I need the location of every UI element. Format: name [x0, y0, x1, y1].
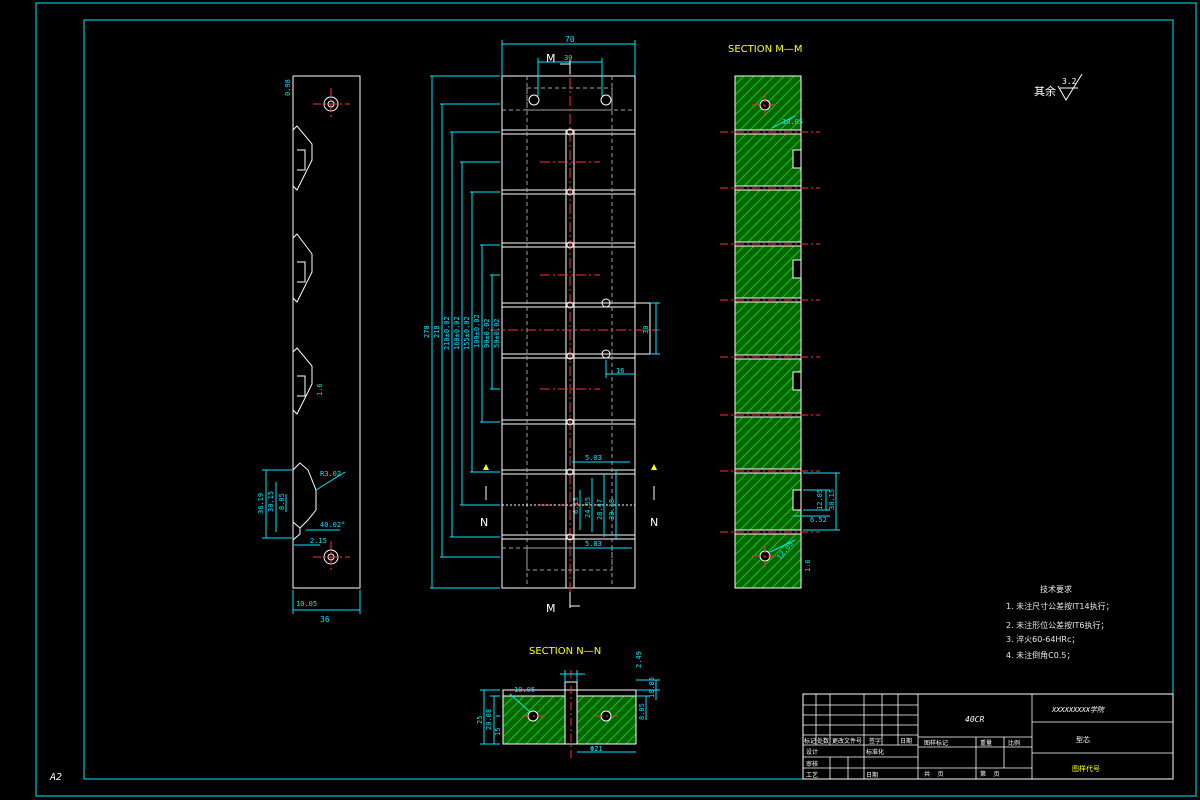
- tech-note-2: 2. 未注形位公差按IT6执行；: [1006, 620, 1109, 630]
- section-nn-view: SECTION N—N 25 20.08 15 10.05 Φ21 2.49 1…: [476, 646, 660, 760]
- section-mark-m-top: M: [546, 52, 556, 65]
- section-mm-view: SECTION M—M 10.05 12.05: [720, 44, 840, 589]
- svg-text:比例: 比例: [1008, 739, 1020, 747]
- svg-text:10.05: 10.05: [782, 118, 803, 126]
- svg-text:270: 270: [423, 325, 431, 338]
- title-block: 40CR XXXXXXXXX学院 型芯 图样代号 标记 处数 更改文件号 签字 …: [802, 693, 1174, 780]
- section-mark-m-bottom: M: [546, 602, 556, 615]
- svg-text:签字: 签字: [869, 737, 881, 745]
- front-view: 70 30 270 218 210±0.02 160±0.02 155±0.02…: [423, 35, 660, 615]
- section-mark-n-right: N: [650, 516, 658, 529]
- svg-text:90±0.02: 90±0.02: [483, 318, 491, 348]
- svg-text:6.52: 6.52: [810, 516, 827, 524]
- svg-text:40.02°: 40.02°: [320, 521, 345, 529]
- svg-text:图样标记: 图样标记: [924, 739, 948, 747]
- section-mm-title: SECTION M—M: [728, 44, 803, 55]
- surface-roughness-symbol: 其余 3.2: [1034, 73, 1083, 101]
- title-drawing-no: 图样代号: [1072, 764, 1100, 773]
- svg-text:第 页: 第 页: [980, 770, 1000, 778]
- svg-text:155±0.02: 155±0.02: [463, 316, 471, 350]
- tech-note-1: 1. 未注尺寸公差按IT14执行；: [1006, 601, 1114, 611]
- svg-text:218: 218: [433, 325, 441, 338]
- svg-text:日期: 日期: [900, 737, 912, 745]
- tech-notes-title: 技术要求: [1040, 584, 1072, 594]
- inner-frame: [83, 19, 1174, 780]
- svg-text:30.15: 30.15: [828, 489, 836, 510]
- svg-text:6.15: 6.15: [572, 497, 580, 514]
- title-part-name: 型芯: [1076, 735, 1090, 744]
- svg-text:8.05: 8.05: [278, 493, 286, 510]
- svg-text:处数: 处数: [817, 737, 829, 745]
- svg-text:10.05: 10.05: [296, 600, 317, 608]
- svg-text:0.98: 0.98: [284, 79, 292, 96]
- technical-requirements: 技术要求 1. 未注尺寸公差按IT14执行； 2. 未注形位公差按IT6执行； …: [1006, 584, 1114, 660]
- svg-text:25: 25: [476, 716, 484, 724]
- svg-text:24.55: 24.55: [584, 497, 592, 518]
- svg-text:5.03: 5.03: [585, 454, 602, 462]
- svg-text:30: 30: [564, 54, 572, 62]
- svg-text:36: 36: [320, 615, 330, 624]
- svg-text:50±0.02: 50±0.02: [493, 318, 501, 348]
- svg-text:15: 15: [494, 728, 502, 736]
- svg-text:设计: 设计: [806, 748, 818, 756]
- svg-text:1.6: 1.6: [316, 383, 324, 396]
- section-nn-title: SECTION N—N: [529, 646, 601, 657]
- svg-text:30.15: 30.15: [267, 491, 275, 512]
- svg-text:更改文件号: 更改文件号: [832, 737, 862, 745]
- svg-text:30.18: 30.18: [608, 499, 616, 520]
- svg-text:30: 30: [642, 326, 650, 334]
- svg-text:1.6: 1.6: [804, 559, 812, 572]
- svg-text:标准化: 标准化: [866, 748, 884, 756]
- svg-text:210±0.02: 210±0.02: [443, 316, 451, 350]
- title-school: XXXXXXXXX学院: [1051, 706, 1105, 714]
- svg-text:重量: 重量: [980, 739, 992, 747]
- svg-text:日期: 日期: [866, 771, 878, 779]
- side-view: 36 10.05 0.98 36.19 30.15 8.05 R3.02 40.…: [257, 75, 361, 624]
- svg-text:Φ21: Φ21: [590, 745, 603, 753]
- svg-text:16: 16: [616, 367, 624, 375]
- svg-text:2.49: 2.49: [635, 651, 643, 668]
- svg-text:100±0.02: 100±0.02: [473, 314, 481, 348]
- svg-text:3.2: 3.2: [1062, 77, 1077, 86]
- section-mark-n-left: N: [480, 516, 488, 529]
- svg-text:8.05: 8.05: [638, 703, 646, 720]
- svg-text:10.05: 10.05: [514, 686, 535, 694]
- svg-text:标记: 标记: [804, 737, 816, 745]
- svg-text:工艺: 工艺: [806, 771, 818, 779]
- svg-text:其余: 其余: [1034, 84, 1056, 98]
- svg-text:70: 70: [565, 35, 575, 44]
- sheet-size-label: A2: [49, 772, 62, 783]
- svg-text:2.15: 2.15: [310, 537, 327, 545]
- svg-text:共 页: 共 页: [924, 770, 944, 778]
- svg-text:10.05: 10.05: [648, 677, 656, 698]
- svg-text:5.03: 5.03: [585, 540, 602, 548]
- svg-text:36.19: 36.19: [257, 493, 265, 514]
- svg-text:R3.02: R3.02: [320, 470, 341, 478]
- svg-text:160±0.02: 160±0.02: [453, 316, 461, 350]
- tech-note-4: 4. 未注倒角C0.5；: [1006, 650, 1074, 660]
- svg-text:12.05: 12.05: [816, 489, 824, 510]
- svg-text:20.08: 20.08: [485, 709, 493, 730]
- svg-text:28.47: 28.47: [596, 499, 604, 520]
- title-material: 40CR: [965, 715, 984, 724]
- svg-text:审核: 审核: [806, 760, 818, 768]
- tech-note-3: 3. 淬火60-64HRc；: [1006, 634, 1079, 644]
- outer-frame: [35, 2, 1197, 797]
